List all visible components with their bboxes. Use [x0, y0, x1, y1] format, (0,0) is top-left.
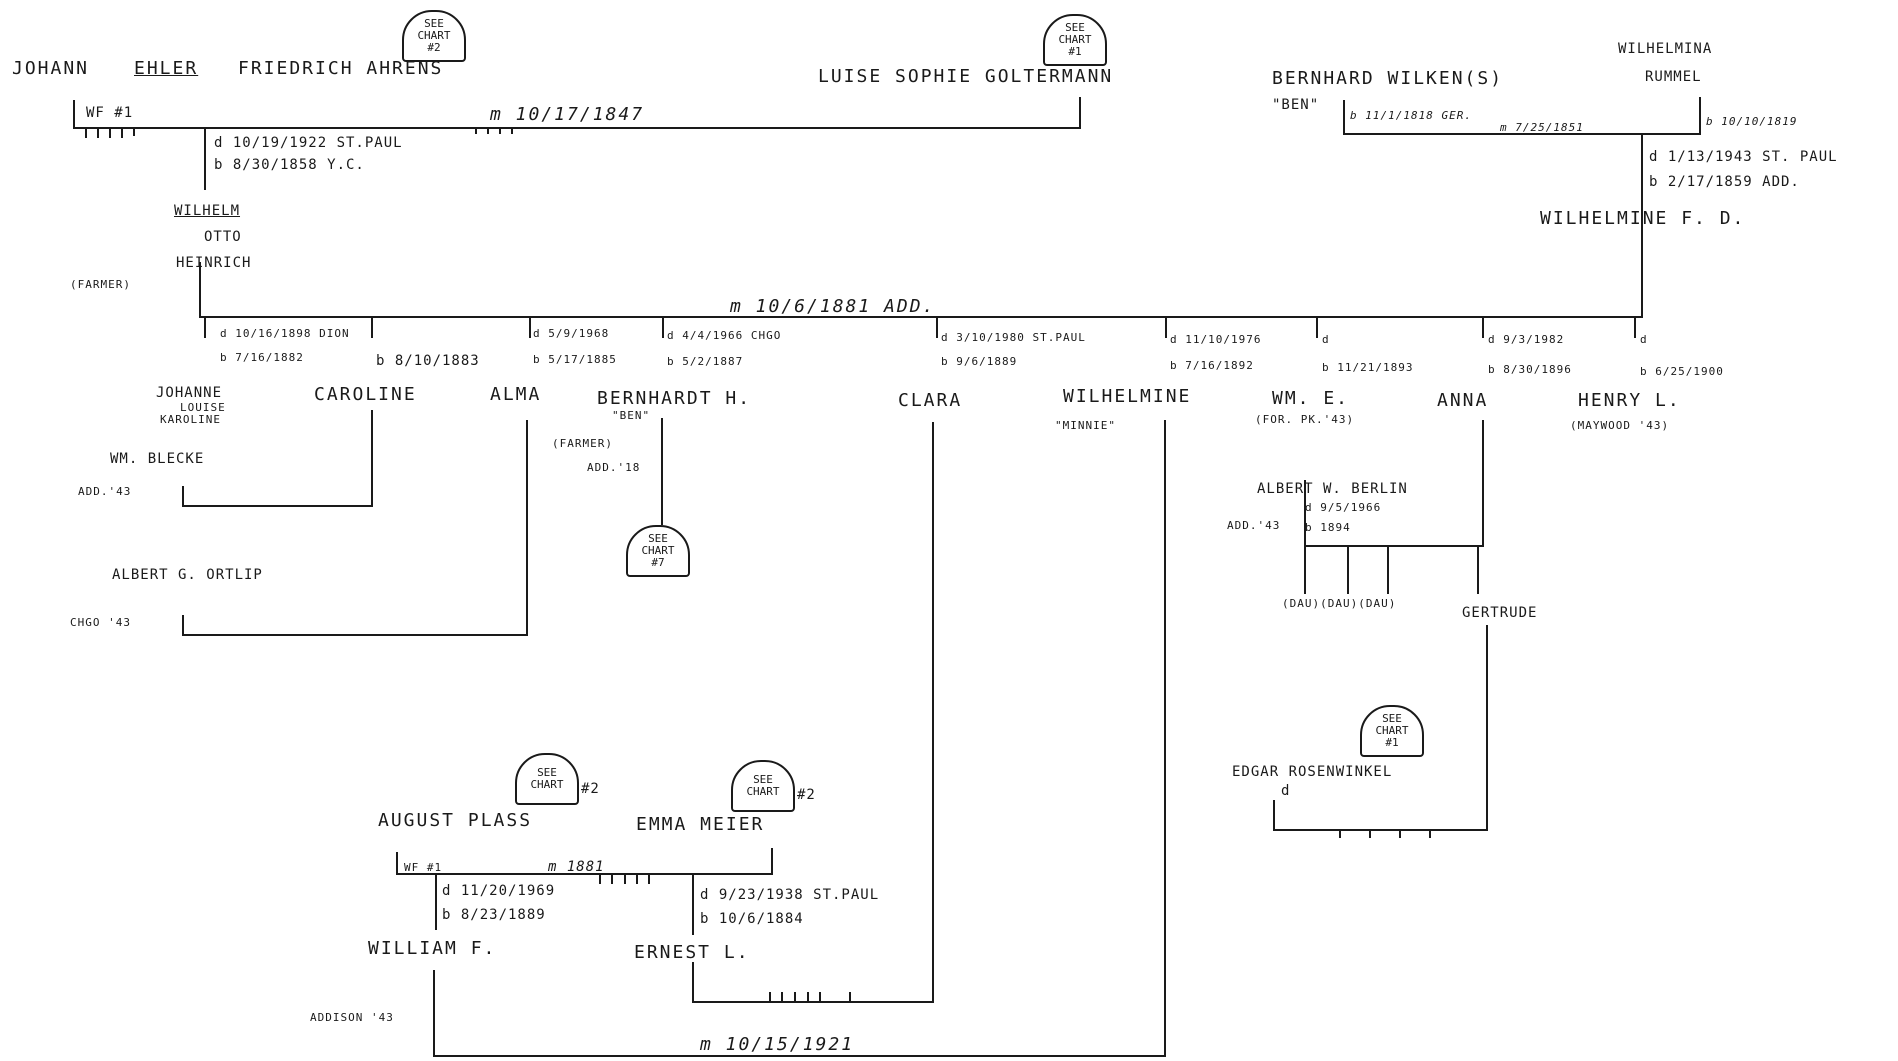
child-1-name: JOHANNE	[156, 385, 223, 401]
wilhelmine-death-date: d 1/13/1943 ST. PAUL	[1649, 149, 1838, 165]
child-7-residence: (FOR. PK.'43)	[1255, 413, 1355, 426]
william-residence: ADDISON '43	[310, 1011, 394, 1024]
spouse-berlin-residence: ADD.'43	[1227, 519, 1281, 532]
william-death: d 11/20/1969	[442, 883, 556, 899]
person-johann-last: FRIEDRICH AHRENS	[238, 58, 444, 79]
person-emma-meier: EMMA MEIER	[636, 814, 765, 835]
child-3-name: ALMA	[490, 384, 542, 405]
person-august-plass: AUGUST PLASS	[378, 810, 533, 831]
daughters-label: (DAU)(DAU)(DAU)	[1282, 597, 1397, 610]
person-luise: LUISE SOPHIE GOLTERMANN	[818, 66, 1114, 87]
child-10-birth: b 6/25/1900	[1640, 365, 1724, 378]
spouse-berlin: ALBERT W. BERLIN	[1257, 481, 1408, 497]
marriage-date-lower-1881: m 1881	[548, 859, 605, 875]
marriage-date-1881: m 10/6/1881 ADD.	[730, 296, 936, 317]
person-johann-middle: EHLER	[134, 58, 199, 79]
spouse-ortlip-residence: CHGO '43	[70, 616, 131, 629]
child-3-birth: b 5/17/1885	[533, 353, 617, 366]
child-8-birth: b 11/21/1893	[1322, 361, 1414, 374]
spouse-berlin-birth: b 1894	[1305, 521, 1351, 534]
wilhelm-birth-date: b 8/30/1858 Y.C.	[214, 157, 365, 173]
see-chart-number: #2	[797, 787, 816, 803]
person-ernest-l: ERNEST L.	[634, 942, 750, 963]
person-wilhelmine-fd: WILHELMINE F. D.	[1540, 208, 1746, 229]
bernhard-birth-date: b 11/1/1818 GER.	[1350, 109, 1472, 122]
spouse-blecke: WM. BLECKE	[110, 451, 205, 467]
child-10-name: HENRY L.	[1578, 390, 1681, 411]
child-1-name-2: LOUISE	[180, 401, 226, 414]
child-4-nickname: "BEN"	[612, 409, 651, 422]
marriage-date-1851: m 7/25/1851	[1500, 121, 1584, 134]
person-wilhelm: WILHELM	[174, 203, 241, 219]
person-wilhelmina-first: WILHELMINA	[1618, 41, 1713, 57]
child-5-death: d 3/10/1980 ST.PAUL	[941, 331, 1086, 344]
child-8-death: d	[1322, 333, 1330, 346]
marriage-date-1921: m 10/15/1921	[700, 1034, 855, 1055]
child-4-occupation: (FARMER)	[552, 437, 613, 450]
child-5-name: CLARA	[898, 390, 963, 411]
spouse-berlin-death: d 9/5/1966	[1305, 501, 1382, 514]
wife-number: WF #1	[86, 105, 134, 121]
person-wilhelmina-last: RUMMEL	[1645, 69, 1702, 85]
child-7-death: d 11/10/1976	[1170, 333, 1262, 346]
wilhelm-death-date: d 10/19/1922 ST.PAUL	[214, 135, 403, 151]
wilhelmina-birth-date: b 10/10/1819	[1706, 115, 1798, 128]
ernest-death: d 9/23/1938 ST.PAUL	[700, 887, 880, 903]
child-10-death: d	[1640, 333, 1648, 346]
child-1-birth: b 7/16/1882	[220, 351, 304, 364]
child-2-birth: b 8/10/1883	[376, 353, 480, 369]
child-6-name: WILHELMINE	[1063, 386, 1192, 407]
lower-wife-number: WF #1	[404, 861, 443, 874]
william-birth: b 8/23/1889	[442, 907, 546, 923]
child-8-name: ANNA	[1437, 390, 1489, 411]
child-4-death: d 4/4/1966 CHGO	[667, 329, 782, 342]
spouse-ortlip: ALBERT G. ORTLIP	[112, 567, 263, 583]
see-chart-number: #2	[581, 781, 600, 797]
bernhard-nickname: "BEN"	[1272, 97, 1320, 113]
person-edgar-rosenwinkel: EDGAR ROSENWINKEL	[1232, 764, 1393, 780]
wilhelm-occupation: (FARMER)	[70, 278, 131, 291]
person-wilhelm-otto: OTTO	[204, 229, 242, 245]
person-william-f: WILLIAM F.	[368, 938, 497, 959]
edgar-death: d	[1281, 783, 1291, 799]
child-9-death: d 9/3/1982	[1488, 333, 1565, 346]
child-7-birth: b 7/16/1892	[1170, 359, 1254, 372]
person-bernhard-wilken: BERNHARD WILKEN(S)	[1272, 68, 1504, 89]
person-johann-first: JOHANN	[12, 58, 90, 79]
child-10-residence: (MAYWOOD '43)	[1570, 419, 1670, 432]
person-gertrude: GERTRUDE	[1462, 605, 1538, 621]
child-9-birth: b 8/30/1896	[1488, 363, 1572, 376]
child-3-death: d 5/9/1968	[533, 327, 610, 340]
child-6-nickname: "MINNIE"	[1055, 419, 1116, 432]
child-4-residence: ADD.'18	[587, 461, 641, 474]
child-1-name-3: KAROLINE	[160, 413, 221, 426]
child-1-death: d 10/16/1898 DION	[220, 327, 350, 340]
spouse-blecke-residence: ADD.'43	[78, 485, 132, 498]
person-wilhelm-heinrich: HEINRICH	[176, 255, 252, 271]
marriage-date-1847: m 10/17/1847	[490, 104, 645, 125]
child-2-name: CAROLINE	[314, 384, 417, 405]
child-4-name: BERNHARDT H.	[597, 388, 752, 409]
child-5-birth: b 9/6/1889	[941, 355, 1018, 368]
child-7-name: WM. E.	[1272, 388, 1350, 409]
child-4-birth: b 5/2/1887	[667, 355, 744, 368]
ernest-birth: b 10/6/1884	[700, 911, 804, 927]
wilhelmine-birth-date: b 2/17/1859 ADD.	[1649, 174, 1800, 190]
